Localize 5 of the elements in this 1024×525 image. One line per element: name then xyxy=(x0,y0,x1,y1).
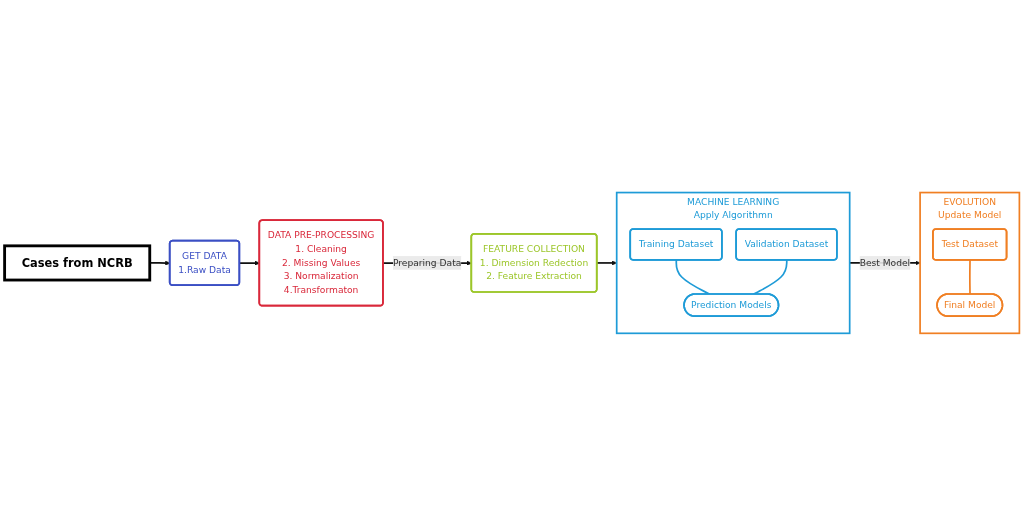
edge-label: Preparing Data xyxy=(392,256,462,268)
connector xyxy=(675,258,711,295)
connector xyxy=(969,258,971,295)
edge-label: Best Model xyxy=(859,256,911,268)
node-box: Cases from NCRB xyxy=(3,243,152,282)
